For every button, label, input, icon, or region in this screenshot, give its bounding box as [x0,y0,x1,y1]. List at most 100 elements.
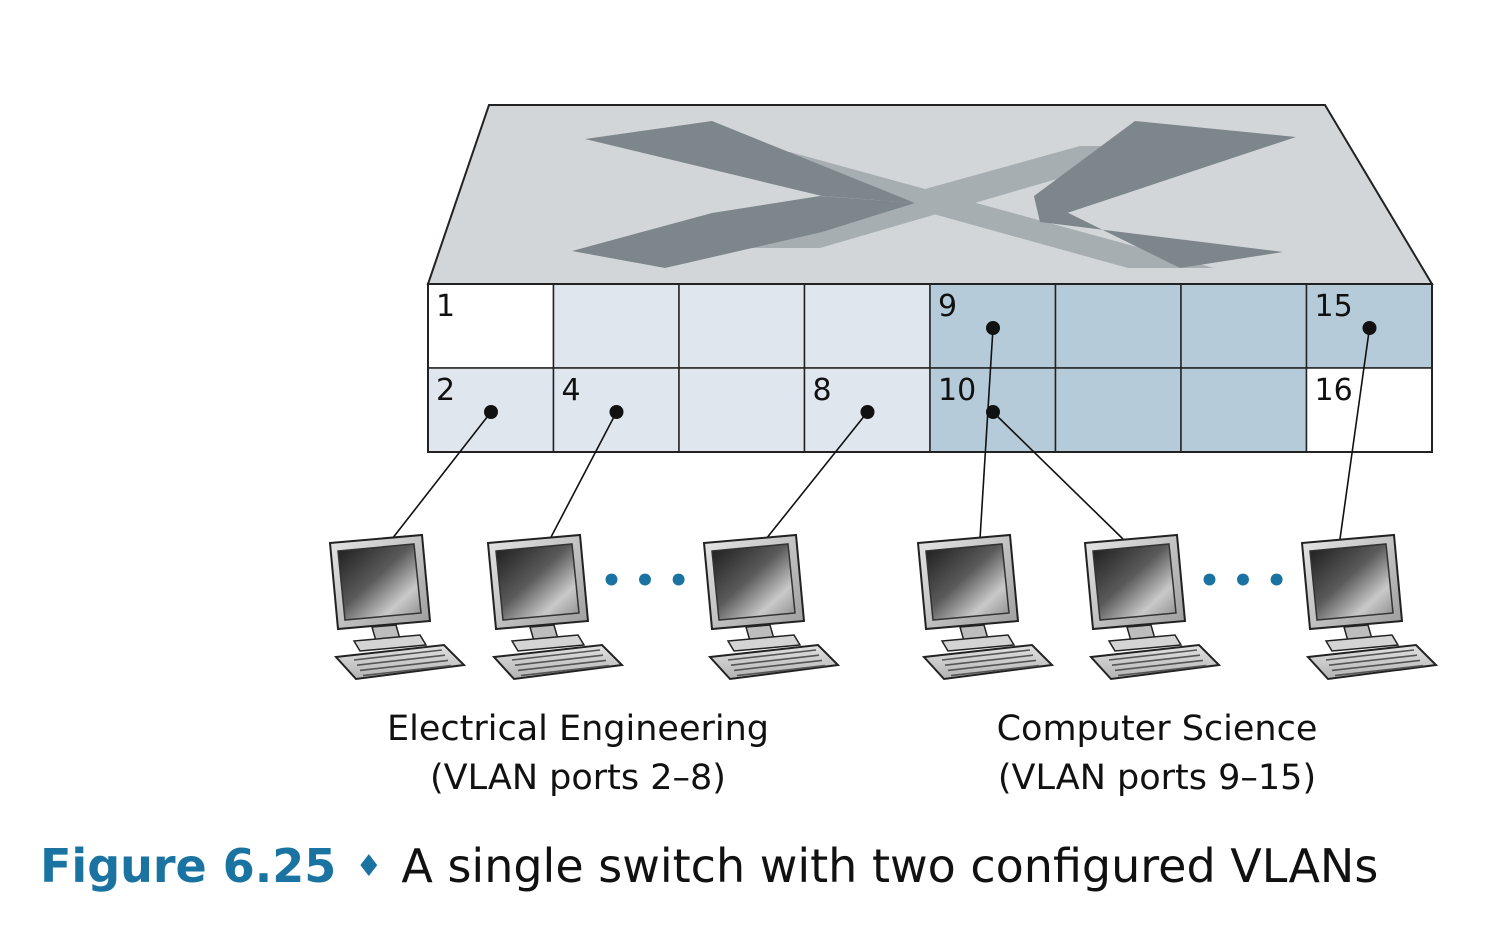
keyboard-keys [1117,664,1207,677]
keyboard-keys [520,664,610,677]
port-13 [1180,283,1308,369]
monitor-screen [711,543,796,621]
keyboard-keys [950,664,1040,677]
cs-group-name: Computer Science [997,709,1318,749]
keyboard-keys [517,659,607,672]
port-3 [552,283,680,369]
keyboard-keys [1114,659,1204,672]
port-12 [1054,367,1182,453]
monitor-base [726,634,802,652]
keyboard-keys [947,659,1037,672]
monitor-base [510,634,586,652]
port-8: 8 [803,367,931,453]
port-cell [1180,367,1308,453]
computer-icon [1083,533,1222,681]
keyboard-keys [511,649,601,661]
port-cell [552,283,680,369]
cs-group-ports: (VLAN ports 9–15) [998,758,1316,798]
keyboard-keys [733,659,823,672]
keyboard-keys [1328,654,1418,666]
port-2: 2 [427,367,555,453]
ee-group-name: Electrical Engineering [387,709,769,749]
keyboard [921,643,1055,681]
monitor-screen [495,543,580,621]
computers [328,533,1439,681]
cable-port-10 [992,411,1124,540]
monitor-base [940,634,1016,652]
port-cell [552,367,680,453]
keyboard-keys [1325,649,1415,661]
cable-port-15 [1339,327,1371,540]
computer-icon [486,533,625,681]
keyboard-keys [356,654,446,666]
caption-separator: ♦ [355,849,382,884]
port-number-label: 16 [1315,373,1353,408]
computer-icon [916,533,1055,681]
keyboard-keys [359,659,449,672]
cable-port-9 [979,327,994,540]
port-cell [678,283,806,369]
port-16: 16 [1305,367,1433,453]
port-4: 4 [552,367,680,453]
keyboard-keys [1334,664,1424,677]
port-11 [1054,283,1182,369]
figure-caption: Figure 6.25 ♦ A single switch with two c… [40,839,1378,893]
port-cell [1305,367,1433,453]
keyboard-keys [727,649,817,661]
port-number-label: 1 [436,289,455,324]
keyboard-keys [514,654,604,666]
port-9: 9 [929,283,1057,369]
keyboard [333,643,467,681]
port-cell [1054,367,1182,453]
caption-text: A single switch with two configured VLAN… [401,839,1378,893]
keyboard-keys [730,654,820,666]
figure-number: Figure 6.25 [40,839,336,893]
computer-icon [328,533,467,681]
keyboard-keys [1111,654,1201,666]
keyboard-keys [362,664,452,677]
keyboard [707,643,841,681]
monitor-base [1107,634,1183,652]
port-number-label: 4 [562,373,581,408]
ethernet-switch: 1 9 15 2 4 8 10 16 [426,104,1434,453]
keyboard-keys [1331,659,1421,672]
keyboard-keys [941,649,1031,661]
port-cell [1180,283,1308,369]
cs-ellipsis: • • • [1199,561,1288,601]
switch-front-outline [427,283,1433,453]
monitor-base [352,634,428,652]
monitor-screen [337,543,422,621]
port-5 [678,283,806,369]
port-10: 10 [929,367,1057,453]
keyboard [491,643,625,681]
keyboard-keys [944,654,1034,666]
port-15: 15 [1305,283,1433,369]
port-number-label: 9 [938,289,957,324]
cable-port-4 [549,411,618,540]
monitor-screen [925,543,1010,621]
keyboard [1305,643,1439,681]
port-1: 1 [427,283,555,369]
ee-ellipsis: • • • [601,561,690,601]
keyboard-keys [736,664,826,677]
cables [391,327,1371,540]
monitor-screen [1309,543,1394,621]
keyboard [1088,643,1222,681]
computer-icon [1300,533,1439,681]
port-grid: 1 9 15 2 4 8 10 16 [427,283,1433,453]
port-number-label: 15 [1315,289,1353,324]
cable-port-8 [765,411,869,540]
monitor-screen [1092,543,1177,621]
port-cell [1054,283,1182,369]
ee-group-ports: (VLAN ports 2–8) [430,758,726,798]
switch-x-icon [572,121,1296,268]
cable-port-2 [391,411,492,540]
port-number-label: 2 [436,373,455,408]
port-number-label: 8 [813,373,832,408]
port-6 [678,367,806,453]
port-7 [803,283,931,369]
monitor-base [1324,634,1400,652]
port-cell [803,283,931,369]
computer-icon [702,533,841,681]
keyboard-keys [353,649,443,661]
